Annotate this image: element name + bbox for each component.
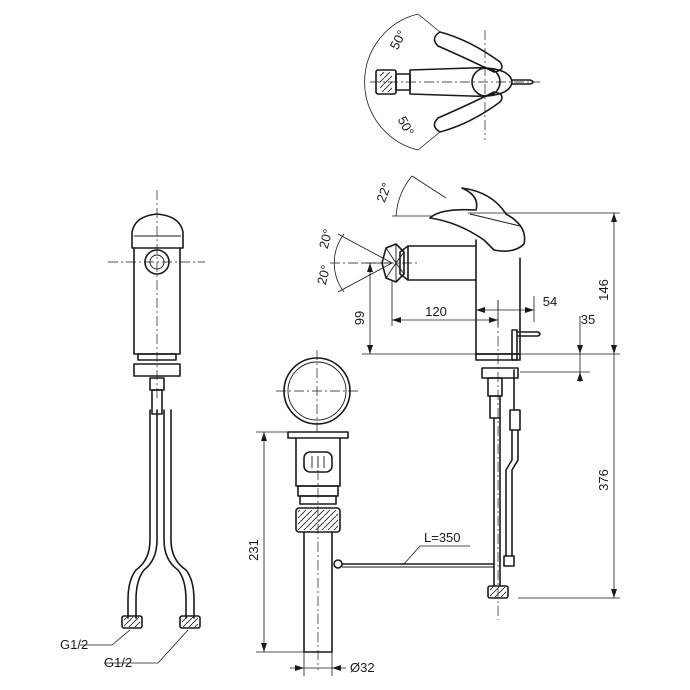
lever-tilt-label: 22° (373, 181, 394, 205)
nozzle-tilt-down-label: 20° (314, 263, 334, 286)
rod-length-label: L=350 (424, 530, 461, 545)
faucet-height-label: 146 (596, 279, 611, 301)
drain-assembly: 231 Ø32 L=350 (246, 350, 495, 676)
top-view: 50° 50° (364, 13, 540, 151)
spout-offset-label: 54 (543, 294, 557, 309)
inlet-front-label: G1/2 (60, 637, 88, 652)
inlet-rear-label: G1/2 (104, 655, 132, 670)
top-angle-lower-label: 50° (395, 114, 417, 138)
side-view: 22° 20° 20° 99 120 54 146 (314, 175, 620, 620)
drain-height-label: 231 (246, 539, 261, 561)
top-angle-upper-label: 50° (387, 28, 409, 52)
drain-diameter-label: Ø32 (350, 660, 375, 675)
spout-reach-label: 120 (425, 304, 447, 319)
nozzle-tilt-up-label: 20° (316, 227, 336, 250)
nozzle-height-label: 99 (352, 311, 367, 325)
inlet-length-label: 376 (596, 469, 611, 491)
front-view: G1/2 G1/2 (60, 190, 205, 670)
rod-offset-label: 35 (581, 312, 595, 327)
